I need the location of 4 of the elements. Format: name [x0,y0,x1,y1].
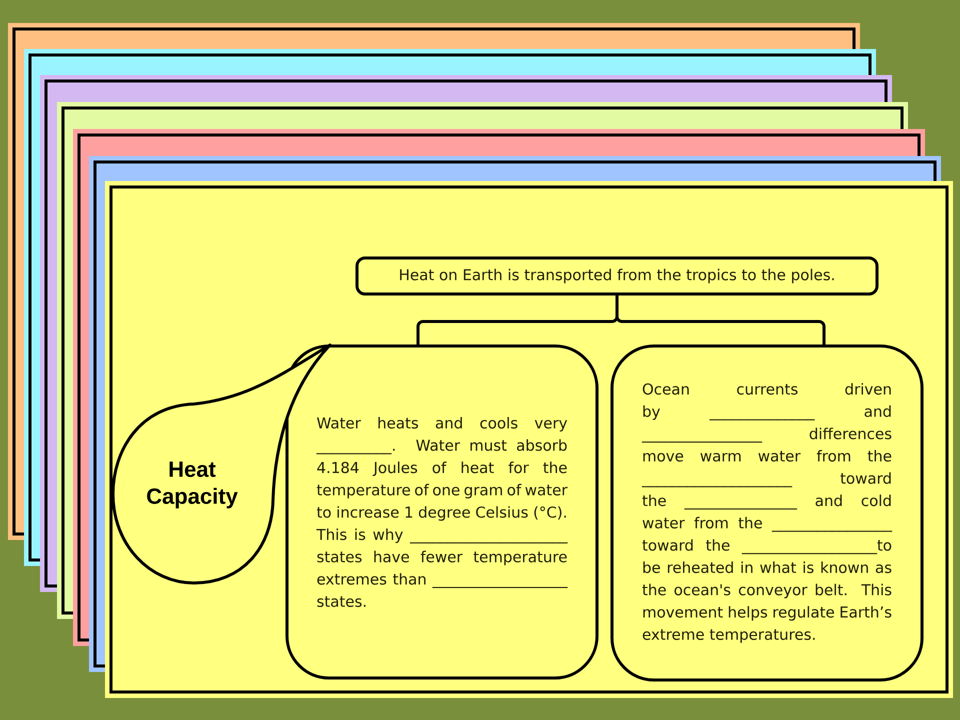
connector [616,296,826,344]
text-box: Ocean currents driven by ______________ and ________________ differences move warm water from the ____________________ toward the _______________ and cold water from the ________________ toward the __________________to be reheated in what is known as the ocean's conveyor belt. This movement helps regulate Earth’s extreme temperatures. [610,344,924,682]
text-box: Water heats and cools very __________. Water must absorb 4.184 Joules of heat for the temperature of one gram of water to increase 1 degree Celsius (°C). This is why _____________________ states have fewer temperature extremes than __________________ states. [286,344,598,680]
text-box: Heat on Earth is transported from the tropics to the poles. [356,256,879,296]
